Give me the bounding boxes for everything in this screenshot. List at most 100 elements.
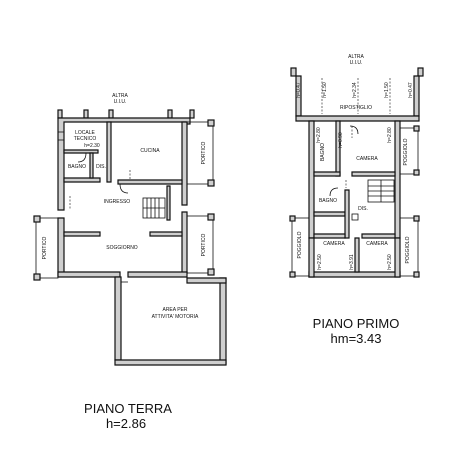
ground-portico-top-right (186, 121, 214, 185)
first-height-label: h=2.50 (387, 254, 393, 270)
first-camera-bottom (351, 171, 396, 177)
first-floor-plan: ALTRA U.I.U. (289, 54, 424, 346)
first-poggiolo-right (399, 217, 419, 277)
first-bagno2-bottom (313, 211, 346, 217)
ground-door-arc (77, 152, 87, 163)
ground-area-wall (114, 276, 122, 361)
first-height-label: h=0.47 (408, 82, 414, 98)
ground-neighbor-label-2: U.I.U. (114, 99, 127, 105)
first-height-label: h=2.50 (317, 254, 323, 270)
ground-stair (142, 197, 166, 219)
ground-portico-post (33, 215, 41, 223)
first-dis-label: DIS. (358, 206, 368, 212)
ground-partition-ingresso-r (149, 231, 183, 237)
first-right-wall (413, 75, 420, 117)
first-door-arc (329, 187, 339, 197)
first-bagno-top-label: BAGNO (320, 143, 326, 161)
ground-area-wall-bottom (114, 359, 227, 366)
first-camera-top-wall-r (361, 233, 396, 239)
ground-post (108, 109, 114, 119)
ground-area-wall-right (219, 277, 227, 365)
first-height-label: h=0.90 (338, 132, 344, 148)
first-floor-title: PIANO PRIMO (313, 316, 400, 331)
ground-dis-label: DIS. (96, 164, 106, 170)
first-poggiolo-post (413, 215, 420, 222)
first-poggiolo-post (413, 125, 420, 132)
first-bottom-wall (308, 271, 401, 278)
ground-ingresso-label: INGRESSO (104, 199, 131, 205)
first-mid-left-wall (308, 120, 315, 239)
ground-area-wall-top (186, 277, 227, 284)
ground-soggiorno-label: SOGGIORNO (106, 245, 138, 251)
first-neighbor-label-1: ALTRA (348, 54, 364, 60)
first-camera-left-label: CAMERA (323, 241, 345, 247)
first-post (417, 67, 424, 77)
ground-partition-bagno-bottom (63, 177, 101, 183)
ground-portico-bottom-right (186, 215, 214, 274)
ground-floor-height: h=2.86 (106, 416, 146, 431)
first-poggiolo-left (291, 217, 310, 277)
ground-partition-kitchen (117, 179, 183, 185)
ground-bagno-label: BAGNO (68, 164, 86, 170)
ground-partition-bagno-right (106, 121, 112, 183)
ground-portico-post (207, 119, 215, 127)
ground-bottom-wall (57, 271, 121, 278)
first-mid-right-wall (394, 120, 401, 239)
ground-bottom-wall-right (127, 271, 188, 278)
first-poggiolo-post (289, 215, 296, 222)
ground-post (167, 109, 173, 119)
first-poggiolo-post (289, 271, 296, 278)
ground-post (57, 109, 63, 119)
ground-portico-post (33, 273, 41, 281)
ground-partition-tech (63, 149, 99, 154)
ground-post (83, 109, 89, 119)
first-dis-partition (344, 189, 350, 239)
ground-locale-label-2: TECNICO (74, 136, 97, 142)
ground-partition-ingresso (63, 231, 101, 237)
first-height-label: h=2.80 (316, 127, 322, 143)
first-height-label: h=3.91 (349, 254, 355, 270)
first-poggiolo-left-label: POGGIOLO (297, 231, 303, 258)
first-bagno-bottom (313, 171, 341, 177)
first-ripostiglio-label: RIPOSTIGLIO (340, 105, 372, 111)
ground-floor-title: PIANO TERRA (84, 401, 172, 416)
ground-right-wall-lower (181, 211, 188, 274)
first-camera-right-label: CAMERA (366, 241, 388, 247)
ground-portico-tr-label: PORTICO (201, 142, 207, 165)
first-left-lower-wall (308, 237, 315, 278)
ground-portico-post (207, 179, 215, 187)
ground-locale-height: h=2.30 (84, 143, 100, 149)
first-height-label: h=1.50 (384, 82, 390, 98)
first-stair (367, 179, 395, 203)
ground-portico-left-label: PORTICO (42, 237, 48, 260)
first-camera-split (354, 237, 360, 273)
ground-portico-post (207, 213, 215, 221)
ground-area-label-1: AREA PER (162, 307, 187, 313)
first-height-label: h=1.50 (322, 82, 328, 98)
ground-floor-plan: ALTRA U.I.U. (33, 93, 227, 431)
first-camera-top-wall (313, 233, 346, 239)
first-poggiolo-right-label: POGGIOLO (405, 236, 411, 263)
first-floor-height: hm=3.43 (331, 331, 382, 346)
ground-neighbor-label-1: ALTRA (112, 93, 128, 99)
first-poggiolo-post (413, 271, 420, 278)
first-poggiolo-top (399, 127, 419, 175)
first-post (290, 67, 297, 77)
first-height-label: h=2.34 (352, 82, 358, 98)
first-bagno-mid-label: BAGNO (319, 198, 337, 204)
first-door-arc (349, 125, 359, 135)
ground-cucina-label: CUCINA (140, 148, 160, 154)
ground-door-arc (119, 183, 129, 194)
first-right-lower-wall (394, 237, 401, 278)
ground-locale-label-1: LOCALE (75, 130, 95, 136)
first-ripostiglio-bottom (295, 115, 420, 122)
ground-partition-dis (89, 152, 94, 179)
ground-post (189, 109, 195, 119)
ground-area-label-2: ATTIVITA' MOTORIA (152, 314, 199, 320)
first-poggiolo-post (413, 169, 420, 176)
ground-partition-stair (166, 185, 171, 221)
first-height-label: h=0.47 (296, 82, 302, 98)
first-shaft (351, 213, 359, 221)
ground-portico-left (35, 217, 59, 279)
